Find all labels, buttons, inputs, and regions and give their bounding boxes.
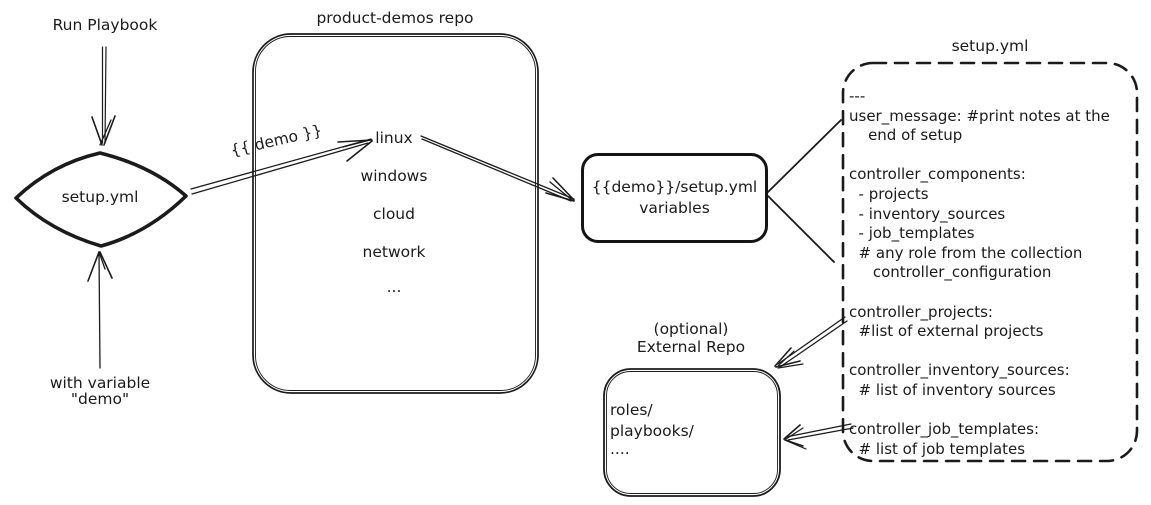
repo-item-ellipsis: ... bbox=[386, 278, 402, 296]
connector-variables-to-setupyml-bottom bbox=[767, 195, 835, 263]
external-repo-ellipsis: .... bbox=[610, 440, 630, 458]
yml-line: - job_templates bbox=[849, 224, 975, 243]
arrow-demo-to-linux bbox=[190, 138, 373, 195]
yml-line: # list of job templates bbox=[849, 439, 1026, 458]
variables-node: {{demo}}/setup.yml variables bbox=[581, 153, 768, 243]
yml-line: - inventory_sources bbox=[849, 204, 1006, 223]
external-repo-outline bbox=[603, 368, 781, 497]
decision-diamond bbox=[14, 151, 188, 248]
arrow-linux-to-variables bbox=[420, 135, 575, 202]
yml-line: controller_components: bbox=[849, 165, 1026, 184]
variables-node-line2: variables bbox=[639, 199, 710, 217]
yml-line: controller_job_templates: bbox=[849, 420, 1040, 439]
yml-line: user_message: #print notes at the bbox=[849, 106, 1110, 125]
yml-line: #list of external projects bbox=[849, 322, 1044, 341]
arrow-setupyml-to-external-repo-bottom bbox=[783, 423, 854, 450]
with-variable-caption-line2: "demo" bbox=[70, 390, 130, 408]
yml-line: controller_projects: bbox=[849, 302, 993, 321]
yml-line bbox=[849, 401, 1110, 421]
yml-line bbox=[849, 283, 1110, 303]
with-variable-caption-line1: with variable bbox=[49, 374, 151, 392]
setup-yml-title: setup.yml bbox=[951, 37, 1029, 55]
repo-item-cloud: cloud bbox=[373, 205, 415, 223]
yml-line: --- bbox=[849, 87, 866, 105]
arrow-run-playbook bbox=[91, 46, 116, 146]
arrow-with-variable bbox=[87, 251, 113, 369]
arrow-setupyml-to-external-repo-top bbox=[774, 316, 848, 369]
yml-line: controller_inventory_sources: bbox=[849, 361, 1070, 380]
yml-line bbox=[849, 146, 1110, 166]
product-demos-repo-outline bbox=[252, 33, 539, 394]
variables-node-line1: {{demo}}/setup.yml bbox=[591, 178, 758, 196]
setup-yml-content: --- user_message: #print notes at the en… bbox=[849, 87, 1110, 459]
external-repo-caption-line1: (optional) bbox=[653, 320, 729, 338]
yml-line: # list of inventory sources bbox=[849, 380, 1056, 399]
yml-line: end of setup bbox=[849, 126, 963, 145]
yml-line: - projects bbox=[849, 184, 929, 203]
run-playbook-label: Run Playbook bbox=[52, 16, 158, 34]
repo-item-network: network bbox=[362, 243, 426, 261]
repo-item-linux: linux bbox=[375, 129, 413, 147]
external-repo-caption-line2: External Repo bbox=[636, 338, 746, 356]
repo-item-windows: windows bbox=[360, 167, 428, 185]
connector-variables-to-setupyml-top bbox=[767, 119, 842, 193]
diamond-label: setup.yml bbox=[61, 188, 139, 206]
external-repo-playbooks: playbooks/ bbox=[610, 422, 694, 440]
yml-line bbox=[849, 342, 1110, 362]
external-repo-roles: roles/ bbox=[610, 401, 653, 419]
product-demos-repo-title: product-demos repo bbox=[316, 9, 474, 27]
yml-line: # any role from the collection bbox=[849, 243, 1083, 262]
yml-line: controller_configuration bbox=[849, 263, 1052, 282]
setup-yml-outline bbox=[841, 61, 1139, 463]
